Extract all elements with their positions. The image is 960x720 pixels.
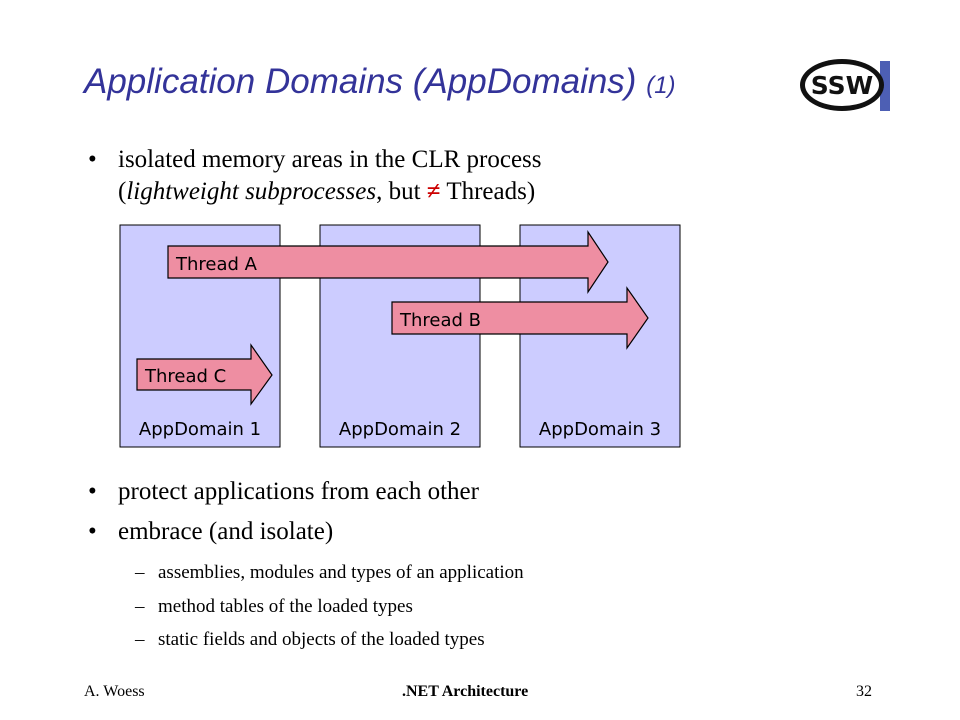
thread-b-label: Thread B (399, 310, 481, 331)
svg-text:SSW: SSW (811, 71, 873, 100)
dash-marker: – (135, 629, 145, 650)
bullet-text: isolated memory areas in the CLR process (118, 146, 542, 173)
bullet-text-italic: lightweight subprocesses (126, 178, 377, 205)
bullet-marker: • (88, 146, 97, 173)
bullet-text-open: ( (118, 178, 127, 205)
sub-item-assemblies: – assemblies, modules and types of an ap… (135, 561, 524, 585)
sub-item-method-tables: – method tables of the loaded types (135, 595, 413, 619)
slide-title: Application Domains (AppDomains) (1) (84, 62, 676, 102)
sub-item-text: method tables of the loaded types (158, 596, 413, 617)
thread-c-label: Thread C (144, 366, 226, 387)
bullet-text-end: Threads) (440, 178, 536, 205)
footer-course: .NET Architecture (402, 683, 529, 700)
sub-item-text: assemblies, modules and types of an appl… (158, 562, 524, 583)
bullet-text: embrace (and isolate) (118, 518, 334, 545)
bullet-text-mid: , but (376, 178, 427, 205)
bullet-marker: • (88, 518, 97, 545)
thread-b-arrow (391, 286, 649, 350)
dash-marker: – (135, 596, 145, 617)
bullet-text: protect applications from each other (118, 478, 479, 505)
title-text: Application Domains (AppDomains) (84, 62, 637, 101)
title-part-number: (1) (646, 72, 676, 99)
thread-c-arrow (136, 343, 273, 406)
not-equal-symbol: ≠ (426, 178, 441, 205)
thread-a-label: Thread A (175, 254, 258, 275)
appdomain-2-label: AppDomain 2 (339, 419, 461, 440)
appdomain-3-label: AppDomain 3 (539, 419, 661, 440)
sub-item-text: static fields and objects of the loaded … (158, 629, 485, 650)
sub-item-static-fields: – static fields and objects of the loade… (135, 628, 485, 652)
thread-a-arrow (167, 230, 609, 294)
footer-author: A. Woess (84, 683, 145, 700)
appdomain-1-box (119, 224, 281, 448)
appdomain-2-box (319, 224, 481, 448)
dash-marker: – (135, 562, 145, 583)
bullet-isolated-memory: • isolated memory areas in the CLR proce… (88, 144, 542, 208)
bullet-embrace: • embrace (and isolate) (88, 516, 334, 548)
appdomain-1-label: AppDomain 1 (139, 419, 261, 440)
footer-page-number: 32 (856, 683, 872, 700)
ssw-logo: SSW (800, 55, 890, 115)
bullet-marker: • (88, 478, 97, 505)
bullet-protect-applications: • protect applications from each other (88, 476, 479, 508)
appdomain-3-box (519, 224, 681, 448)
